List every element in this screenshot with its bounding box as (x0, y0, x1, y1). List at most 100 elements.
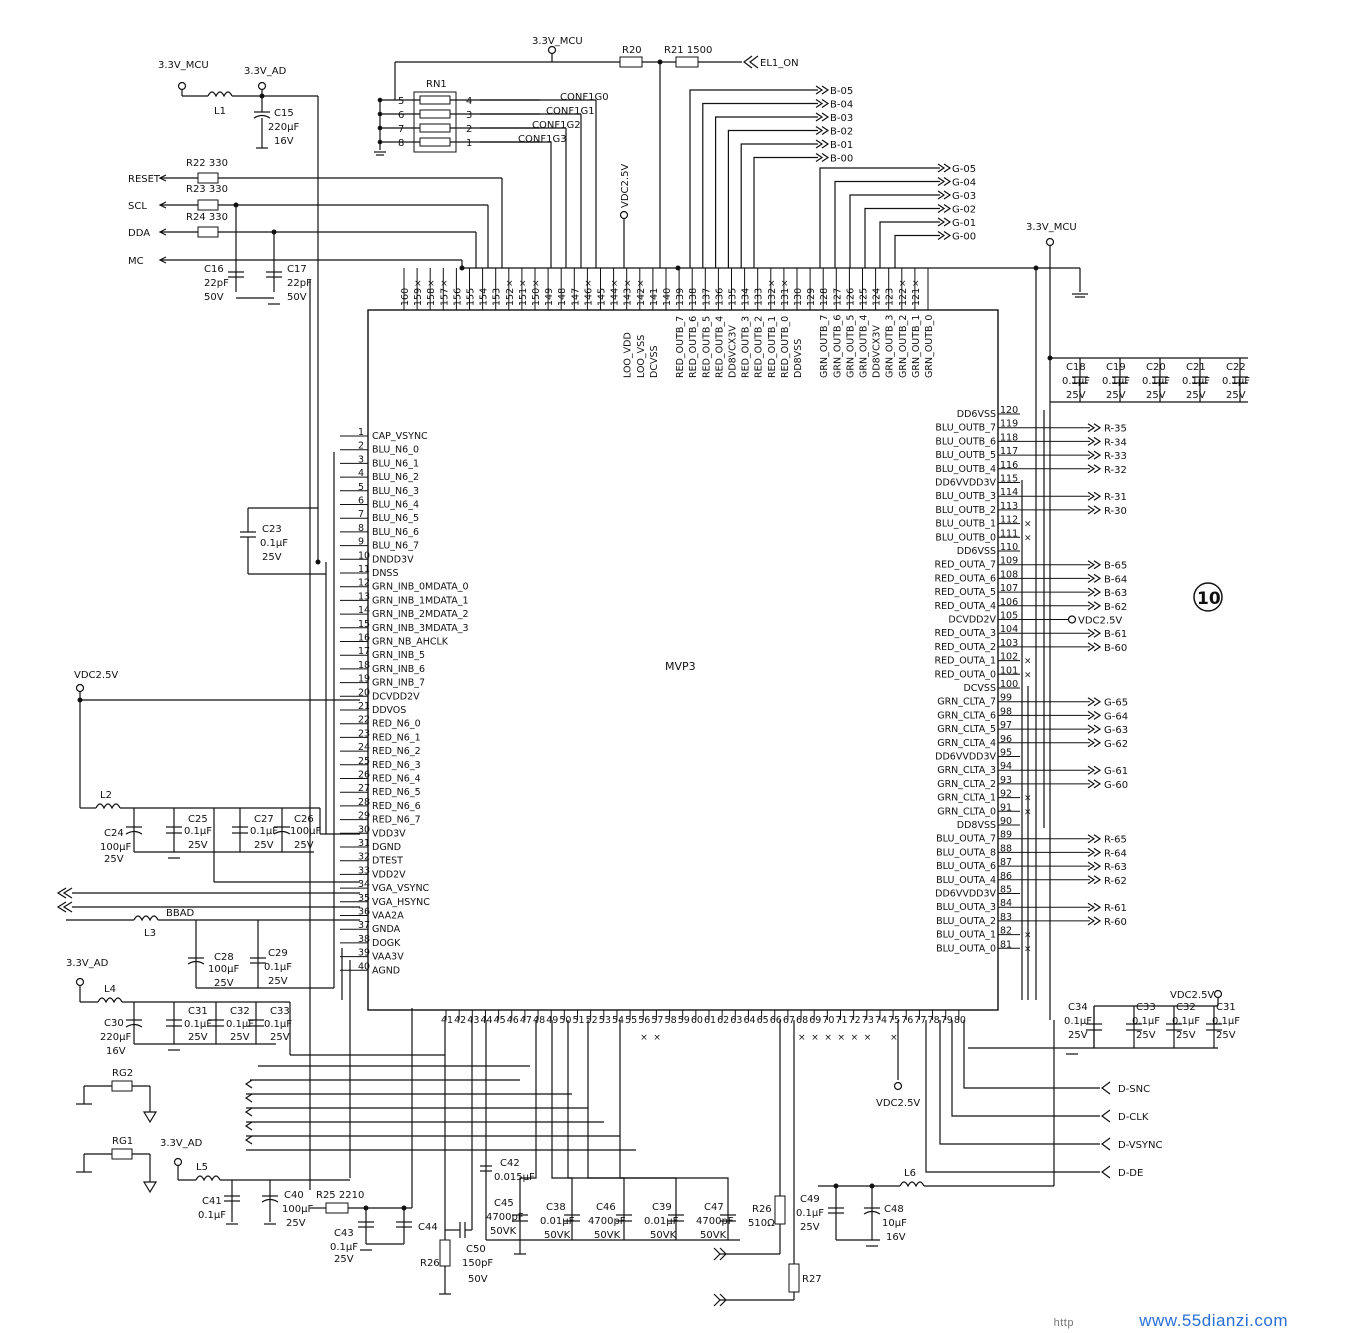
output-label: B-02 (830, 127, 853, 138)
bottom-pin-number: 80 (954, 1015, 966, 1026)
right-pin-number: 109 (1000, 556, 1018, 567)
top-pin-signal: DD8VCX3V (872, 325, 883, 378)
right-output-G-63: G-63 (1020, 724, 1128, 736)
left-pin-number: 32 (358, 852, 370, 863)
top-pin-number: 143 (623, 288, 634, 306)
svg-text:R27: R27 (802, 1274, 822, 1285)
left-mid-power: VDC2.5V L2 C24 100μF 25V C25 0.1μF 25V C… (56, 670, 360, 989)
right-vertical-buses (1021, 410, 1045, 1000)
left-pin-signal: VGA_VSYNC (372, 883, 430, 894)
svg-text:L5: L5 (196, 1162, 208, 1173)
output-label: B-01 (830, 140, 853, 151)
output-label: B-03 (830, 113, 853, 124)
svg-text:25V: 25V (294, 840, 314, 851)
no-connect-mark: × (781, 279, 789, 289)
d-output-d-clk: D-CLK (951, 1020, 1149, 1123)
cap-value: 0.1μF (1182, 376, 1210, 387)
right-pin-signal: GRN_CLTA_5 (937, 724, 996, 735)
top-pin-number: 128 (819, 288, 830, 306)
top-pin-number: 133 (754, 288, 765, 306)
left-pin-signal: DDVOS (372, 705, 406, 716)
right-pin-number: 83 (1000, 912, 1012, 923)
top-pin-number: 156 (452, 288, 463, 306)
top-pin-signal: GRN_OUTB_4 (859, 315, 870, 378)
top-output-G-02: G-02 (864, 204, 976, 268)
left-pin-number: 35 (358, 893, 370, 904)
left-bottom-bus-lines (244, 1065, 636, 1151)
right-pin-signal: DD8VSS (957, 820, 996, 831)
svg-text:0.01μF: 0.01μF (540, 1216, 575, 1227)
right-pin-number: 110 (1000, 542, 1018, 553)
left-pin-number: 16 (358, 633, 370, 644)
cap-value: 0.1μF (1142, 376, 1170, 387)
no-connect-mark: × (624, 279, 632, 289)
bottom-pin-50: 50 (559, 1010, 571, 1026)
output-label: B-04 (830, 100, 853, 111)
bottom-pin-79: 79 (941, 1010, 953, 1026)
svg-text:16V: 16V (886, 1232, 906, 1243)
svg-text:C38: C38 (546, 1202, 566, 1213)
svg-text:VDC2.5V: VDC2.5V (876, 1098, 920, 1109)
left-pin-signal: BLU_N6_5 (372, 513, 419, 524)
left-pin-number: 13 (358, 591, 370, 602)
svg-text:C25: C25 (188, 814, 208, 825)
left-pin-number: 26 (358, 770, 370, 781)
svg-text:3.3V_MCU: 3.3V_MCU (1026, 222, 1077, 233)
top-pin-159: 159× (413, 268, 424, 310)
top-pin-number: 147 (570, 288, 581, 306)
rn1-left-pin: 5 (398, 96, 404, 107)
right-output-signals: R-35R-34R-33R-32R-31R-30B-65B-64B-63B-62… (1020, 423, 1128, 928)
cap-ref: C32 (1176, 1002, 1196, 1013)
no-connect-mark: × (532, 279, 540, 289)
bottom-pin-number: 68 (796, 1015, 808, 1026)
bottom-pin-74: 74 (875, 1010, 887, 1026)
output-label: R-33 (1104, 451, 1127, 462)
top-output-B-03: B-03 (714, 112, 853, 268)
right-output-R-64: R-64 (1020, 847, 1127, 859)
top-pin-153: 153 (492, 268, 503, 310)
signal-label: MC (128, 256, 144, 267)
bottom-pin-77: 77 (914, 1010, 926, 1026)
top-pin-157: 157× (439, 268, 450, 310)
top-output-B-00: B-00 (753, 153, 853, 268)
left-top-power: 3.3V_MCU 3.3V_AD L1 C15 220μF 16V (158, 60, 319, 562)
svg-text:C47: C47 (704, 1202, 724, 1213)
left-pin-signal: RED_N6_1 (372, 732, 421, 743)
watermark-prefix: http (1053, 1317, 1074, 1329)
left-pin-signal: RED_N6_0 (372, 719, 421, 730)
bottom-pin-41: 41 (441, 1010, 453, 1026)
bottom-pin-67: 67 (783, 1010, 795, 1026)
c32-cap (208, 1002, 224, 1044)
bottom-pin-60: 60 (691, 1010, 703, 1026)
svg-text:0.1μF: 0.1μF (330, 1242, 358, 1253)
g-output-bus: G-05G-04G-03G-02G-01G-00 (819, 163, 976, 268)
no-connect-mark: × (798, 1033, 806, 1043)
right-pin-number: 101 (1000, 665, 1018, 676)
cap-value: 0.1μF (1102, 376, 1130, 387)
right-pin-signal: GRN_CLTA_2 (937, 779, 996, 790)
svg-text:220μF: 220μF (100, 1032, 131, 1043)
svg-text:C23: C23 (262, 524, 282, 535)
no-connect-mark: × (584, 279, 592, 289)
cap-ref: C19 (1106, 362, 1126, 373)
output-label: R-32 (1104, 465, 1127, 476)
top-pin-number: 152 (505, 288, 516, 306)
board-ref-badge: 10 (1193, 582, 1223, 612)
top-pin-154: 154 (479, 268, 490, 310)
svg-text:R23 330: R23 330 (186, 184, 228, 195)
svg-text:R25 2210: R25 2210 (316, 1190, 364, 1201)
bottom-pin-number: 73 (862, 1015, 874, 1026)
svg-text:3.3V_AD: 3.3V_AD (66, 958, 109, 969)
